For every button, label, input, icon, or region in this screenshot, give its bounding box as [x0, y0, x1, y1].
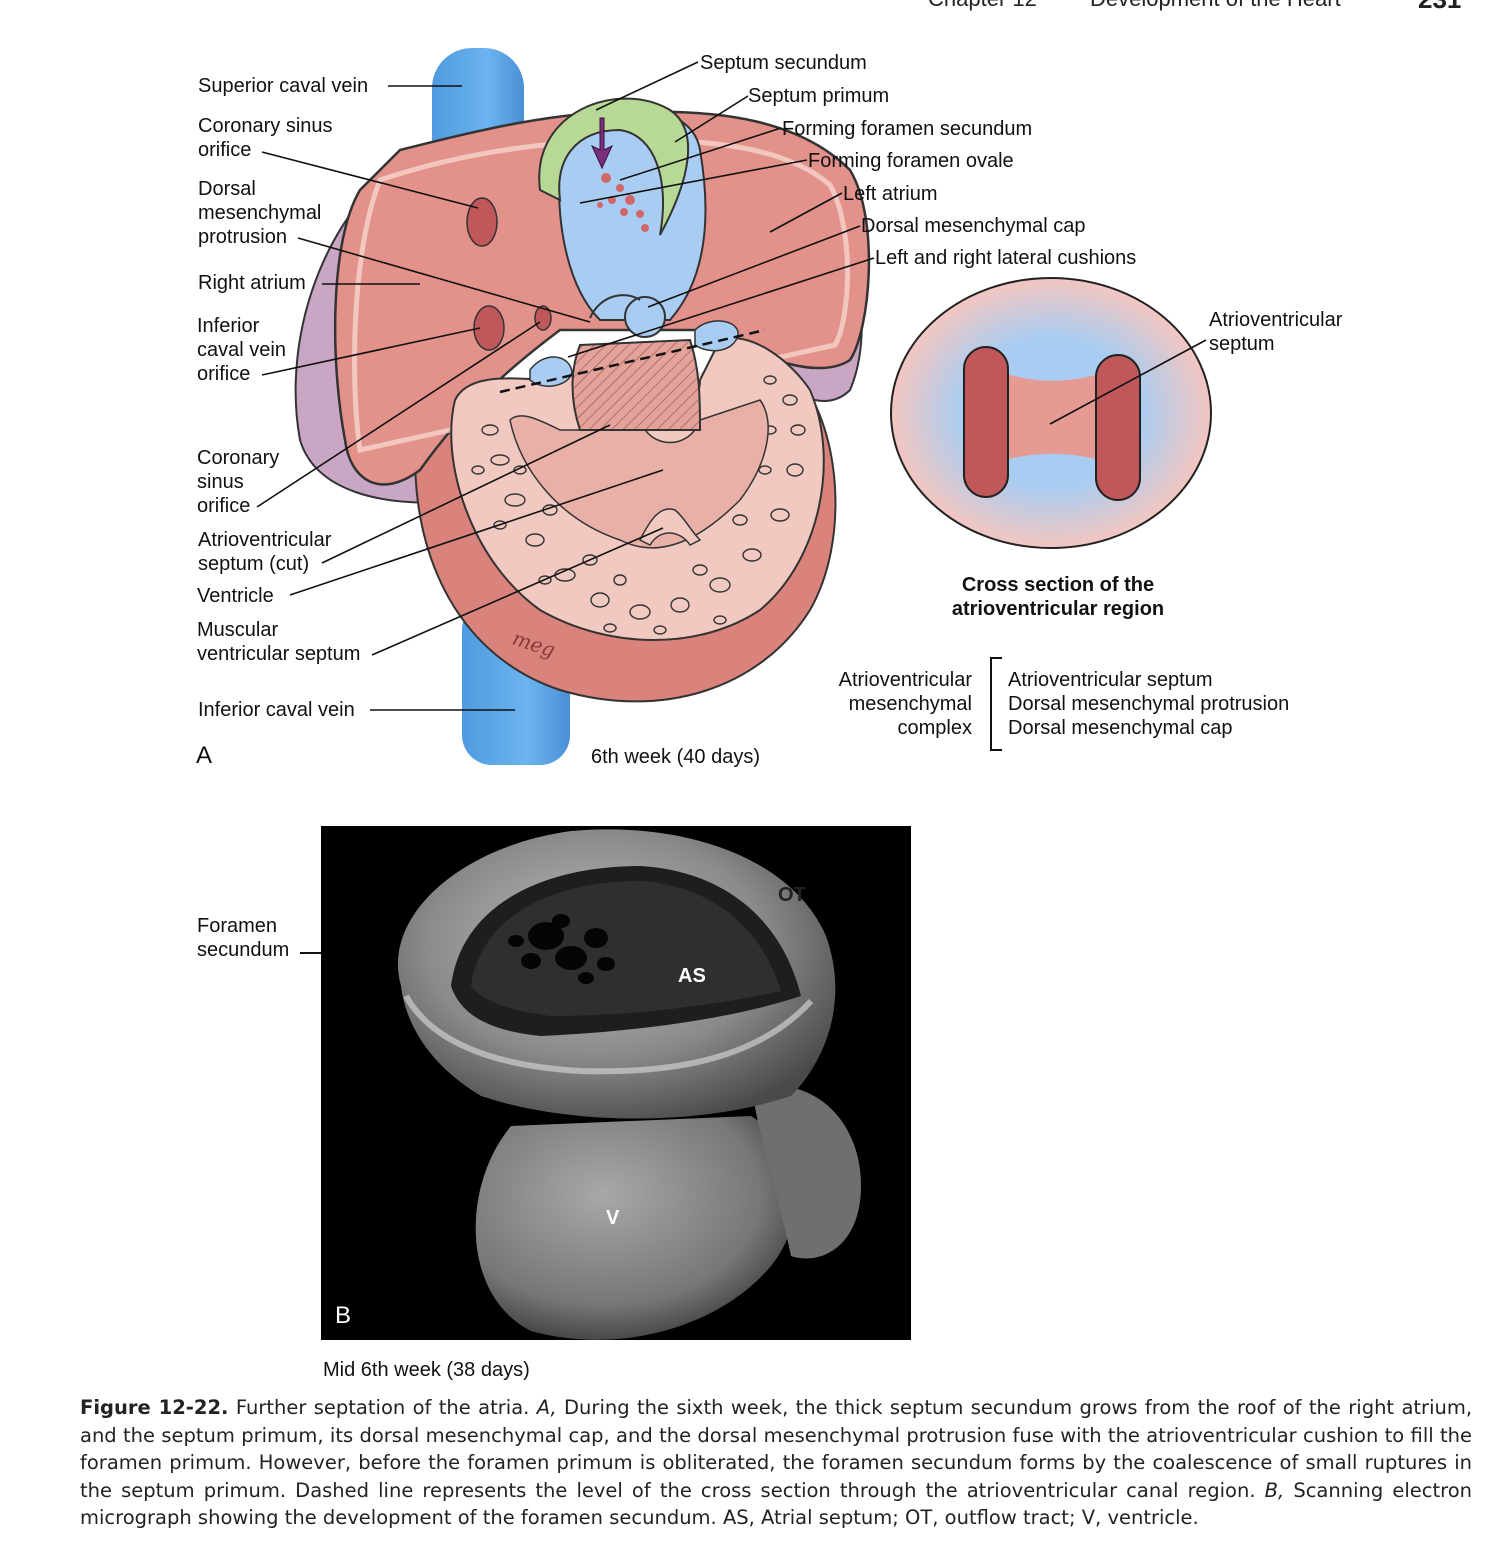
label-dorsal-mesenchymal-protrusion: Dorsal mesenchymal protrusion	[198, 178, 322, 248]
caption-figure-number: Figure 12-22.	[80, 1396, 229, 1419]
label-coronary-sinus-orifice-top: Coronary sinus orifice	[198, 115, 333, 161]
coronary-sinus-orifice-top	[466, 197, 498, 247]
atrioventricular-septum-cut	[571, 338, 702, 431]
cross-section-cushion-left	[963, 346, 1009, 498]
label-atrioventricular-septum-xsec: Atrioventricular septum	[1209, 309, 1343, 355]
caption-ref-b: B,	[1264, 1478, 1285, 1502]
running-header-page: 231	[1418, 0, 1461, 15]
label-dorsal-mesenchymal-cap: Dorsal mesenchymal cap	[861, 215, 1086, 237]
label-foramen-secundum: Foramen secundum	[197, 915, 290, 961]
complex-item: Dorsal mesenchymal cap	[1008, 717, 1233, 739]
label-septum-primum: Septum primum	[748, 85, 890, 107]
figure-caption: Figure 12-22. Further septation of the a…	[80, 1394, 1472, 1532]
label-left-atrium: Left atrium	[843, 183, 938, 205]
flow-arrow	[590, 117, 614, 170]
label-as: AS	[678, 965, 706, 987]
ruptures	[597, 173, 649, 232]
stage-label-a: 6th week (40 days)	[591, 746, 760, 768]
caption-text-2: During the sixth week, the thick septum …	[80, 1396, 1473, 1502]
label-right-atrium: Right atrium	[198, 272, 306, 294]
stage-label-b: Mid 6th week (38 days)	[323, 1359, 530, 1381]
running-header-chapter: Chapter 12	[928, 0, 1037, 12]
label-septum-secundum: Septum secundum	[700, 52, 867, 74]
caption-ref-a: A,	[536, 1396, 557, 1419]
caption-text-3: Scanning electron micrograph showing the…	[80, 1478, 1472, 1530]
label-forming-foramen-ovale: Forming foramen ovale	[808, 150, 1014, 172]
caption-text-1: Further septation of the atria.	[235, 1396, 530, 1419]
sem-drawing	[397, 829, 861, 1340]
complex-item: Dorsal mesenchymal protrusion	[1008, 693, 1290, 715]
septum-secundum	[538, 97, 690, 236]
label-v: V	[606, 1207, 620, 1229]
label-ot: OT	[778, 884, 806, 906]
label-inferior-caval-vein-orifice: Inferior caval vein orifice	[197, 315, 286, 385]
label-atrioventricular-septum-cut: Atrioventricular septum (cut)	[198, 529, 332, 575]
label-inferior-caval-vein: Inferior caval vein	[198, 699, 355, 721]
sem-micrograph: OT AS V B	[321, 826, 911, 1340]
label-superior-caval-vein: Superior caval vein	[198, 75, 369, 97]
heart-illustration: meg	[256, 48, 1212, 765]
label-coronary-sinus-orifice-bottom: Coronary sinus orifice	[197, 447, 280, 517]
leader-lines	[256, 61, 1207, 711]
running-header-title: Development of the Heart	[1090, 0, 1341, 12]
lateral-cushion-left	[529, 356, 573, 387]
cross-section-cushion-right	[1095, 354, 1141, 501]
label-ventricle: Ventricle	[197, 585, 274, 607]
coronary-sinus-orifice-bottom	[534, 305, 552, 331]
cross-section-septum	[990, 368, 1115, 465]
label-forming-foramen-secundum: Forming foramen secundum	[782, 118, 1033, 140]
muscular-ventricular-septum	[638, 508, 702, 546]
trabeculations	[471, 375, 806, 635]
dorsal-mesenchymal-cap	[624, 296, 666, 338]
complex-item: Atrioventricular septum	[1008, 669, 1213, 691]
panel-letter-b: B	[335, 1302, 352, 1329]
label-muscular-ventricular-septum: Muscular ventricular septum	[197, 619, 361, 665]
panel-letter-a: A	[196, 742, 213, 769]
cross-section-title: Cross section of the atrioventricular re…	[951, 574, 1165, 620]
section-dashed-line	[499, 328, 766, 394]
lateral-cushion-right	[694, 320, 739, 352]
inferior-caval-vein-orifice	[473, 305, 505, 351]
label-lateral-cushions: Left and right lateral cushions	[875, 247, 1137, 269]
complex-list: Atrioventricular septum Dorsal mesenchym…	[1008, 668, 1289, 740]
complex-name: Atrioventricular mesenchymal complex	[838, 669, 972, 739]
complex-bracket	[990, 657, 1002, 751]
